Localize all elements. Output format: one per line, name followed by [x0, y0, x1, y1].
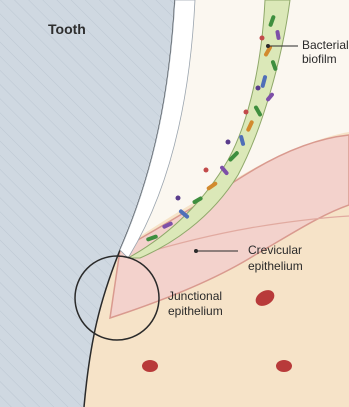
junctional-label-line2: epithelium: [168, 305, 223, 318]
coccus: [226, 140, 231, 145]
biofilm-label-line2: biofilm: [302, 53, 337, 66]
coccus: [244, 110, 249, 115]
coccus: [176, 196, 181, 201]
red-blood-cell: [276, 360, 292, 372]
tooth-label: Tooth: [48, 23, 86, 36]
coccus: [260, 36, 265, 41]
biofilm-label-line1: Bacterial: [302, 39, 349, 52]
crevicular-leader-dot: [194, 249, 198, 253]
coccus: [256, 86, 261, 91]
crevicular-label-line1: Crevicular: [248, 244, 302, 257]
red-blood-cell: [142, 360, 158, 372]
crevicular-label-line2: epithelium: [248, 260, 303, 273]
coccus: [204, 168, 209, 173]
junctional-label-line1: Junctional: [168, 290, 222, 303]
biofilm-leader-dot: [266, 44, 270, 48]
